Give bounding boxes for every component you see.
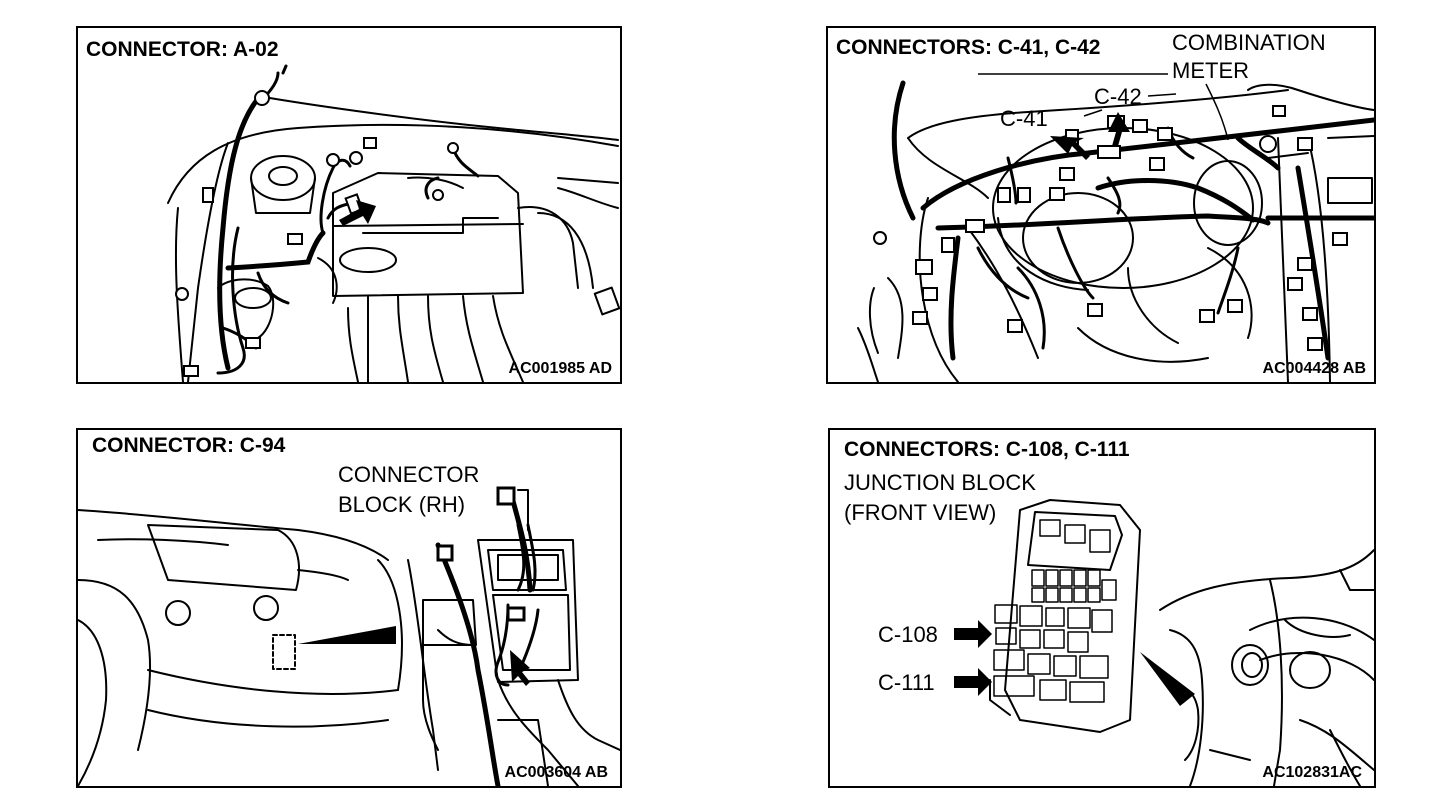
- panel-connectors-c41-c42: CONNECTORS: C-41, C-42 COMBINATION METER…: [826, 26, 1376, 384]
- label-c111: C-111: [878, 670, 935, 695]
- figure-code: AC004428 AB: [1262, 360, 1366, 377]
- panel-connector-a02: CONNECTOR: A-02 AC001985 AD: [76, 26, 622, 384]
- figure-code: AC001985 AD: [508, 360, 612, 377]
- figure-code: AC102831AC: [1262, 764, 1362, 781]
- panel-connector-c94: CONNECTOR: C-94 CONNECTOR BLOCK (RH) AC0…: [76, 428, 622, 788]
- callout-junction-block-line2: (FRONT VIEW): [844, 500, 997, 525]
- panel-connectors-c108-c111: CONNECTORS: C-108, C-111 JUNCTION BLOCK …: [828, 428, 1376, 788]
- callout-combination-meter-line2: METER: [1172, 58, 1249, 83]
- panel-title: CONNECTORS: C-41, C-42: [836, 36, 1101, 59]
- engine-bay-illustration: [167, 64, 620, 382]
- panel-title: CONNECTOR: C-94: [92, 434, 286, 457]
- connector-block-illustration: [78, 486, 620, 786]
- callout-junction-block-line1: JUNCTION BLOCK: [844, 470, 1036, 495]
- instrument-panel-illustration: [857, 73, 1374, 382]
- label-c108: C-108: [878, 622, 938, 647]
- callout-combination-meter-line1: COMBINATION: [1172, 30, 1326, 55]
- label-c41: C-41: [1000, 106, 1048, 131]
- figure-code: AC003604 AB: [504, 764, 608, 781]
- label-c42: C-42: [1094, 84, 1142, 109]
- callout-connector-block-line2: BLOCK (RH): [338, 492, 466, 517]
- callout-connector-block-line1: CONNECTOR: [338, 462, 480, 487]
- panel-title: CONNECTORS: C-108, C-111: [844, 438, 1130, 461]
- junction-block-illustration: [954, 499, 1374, 786]
- panel-title: CONNECTOR: A-02: [86, 38, 279, 61]
